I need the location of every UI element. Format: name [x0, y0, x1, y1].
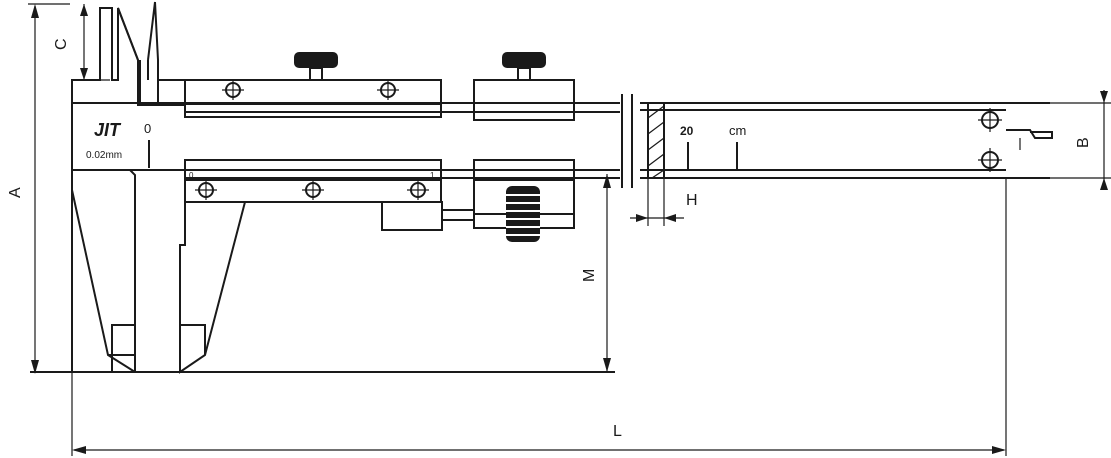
- main-beam: [185, 94, 1053, 188]
- vernier-one-label: 1: [430, 171, 435, 180]
- main-scale: JIT 0.02mm 0 20 cm: [86, 120, 746, 170]
- beam-end-screws: [978, 108, 1002, 172]
- upper-slide-block: [473, 52, 575, 121]
- dimension-a: [28, 3, 70, 374]
- dimension-b-label: B: [1075, 137, 1092, 148]
- dimension-l-label: L: [613, 423, 622, 440]
- vernier-zero-label: 0: [189, 171, 194, 180]
- resolution-label: 0.02mm: [86, 150, 122, 161]
- dimension-h: [630, 178, 684, 226]
- lower-slide-block: [473, 159, 575, 242]
- dimension-m-label: M: [581, 269, 598, 282]
- brand-mark: JIT: [94, 120, 122, 140]
- dimension-a-label: A: [7, 187, 24, 198]
- main-twenty-label: 20: [680, 124, 694, 138]
- vernier-slider: 0 1: [179, 159, 474, 374]
- dimension-m: [603, 174, 611, 372]
- dimension-b: [1010, 90, 1111, 190]
- dimension-c-label: C: [53, 38, 70, 50]
- main-zero-label: 0: [144, 121, 151, 136]
- unit-label: cm: [729, 123, 746, 138]
- dimension-h-label: H: [686, 192, 698, 209]
- fixed-jaw: [71, 1, 185, 373]
- upper-slider: [184, 52, 442, 118]
- dimension-c: [78, 4, 110, 81]
